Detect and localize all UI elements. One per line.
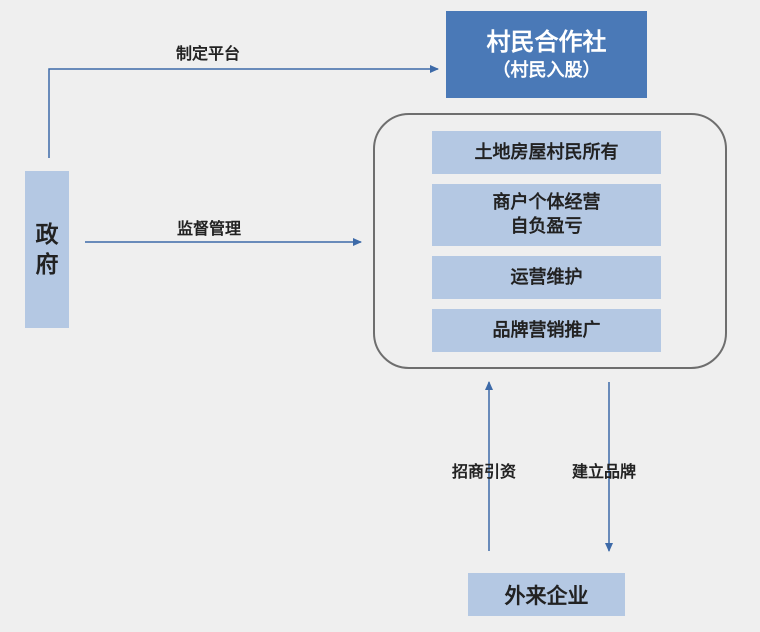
edge-label-branding: 建立品牌 bbox=[572, 462, 637, 481]
arrow-gov-to-coop-platform bbox=[48, 65, 439, 158]
external-enterprise-label: 外来企业 bbox=[504, 583, 589, 608]
cooperative-subtitle: （村民入股） bbox=[492, 59, 601, 81]
government-label-line2: 府 bbox=[35, 251, 59, 278]
government-node: 政 府 bbox=[25, 171, 69, 328]
function-operation-maintenance-label: 运营维护 bbox=[510, 266, 583, 288]
government-label-line1: 政 bbox=[35, 221, 59, 248]
function-brand-marketing-label: 品牌营销推广 bbox=[492, 319, 601, 341]
function-land-ownership-label: 土地房屋村民所有 bbox=[474, 141, 619, 163]
edge-label-supervise: 监督管理 bbox=[177, 219, 242, 238]
edge-label-investment: 招商引资 bbox=[452, 462, 517, 481]
cooperative-title: 村民合作社 bbox=[486, 27, 607, 56]
cooperative-node: 村民合作社 （村民入股） bbox=[446, 11, 647, 98]
external-enterprise-node: 外来企业 bbox=[468, 573, 625, 616]
function-brand-marketing: 品牌营销推广 bbox=[432, 309, 661, 352]
function-self-business-label-line1: 商户个体经营 bbox=[492, 192, 601, 213]
function-operation-maintenance: 运营维护 bbox=[432, 256, 661, 299]
function-self-business-label-line2: 自负盈亏 bbox=[510, 216, 583, 237]
cooperative-functions-container bbox=[373, 113, 727, 369]
function-land-ownership: 土地房屋村民所有 bbox=[432, 131, 661, 174]
function-self-business: 商户个体经营 自负盈亏 bbox=[432, 184, 661, 246]
edge-label-platform: 制定平台 bbox=[176, 44, 241, 63]
